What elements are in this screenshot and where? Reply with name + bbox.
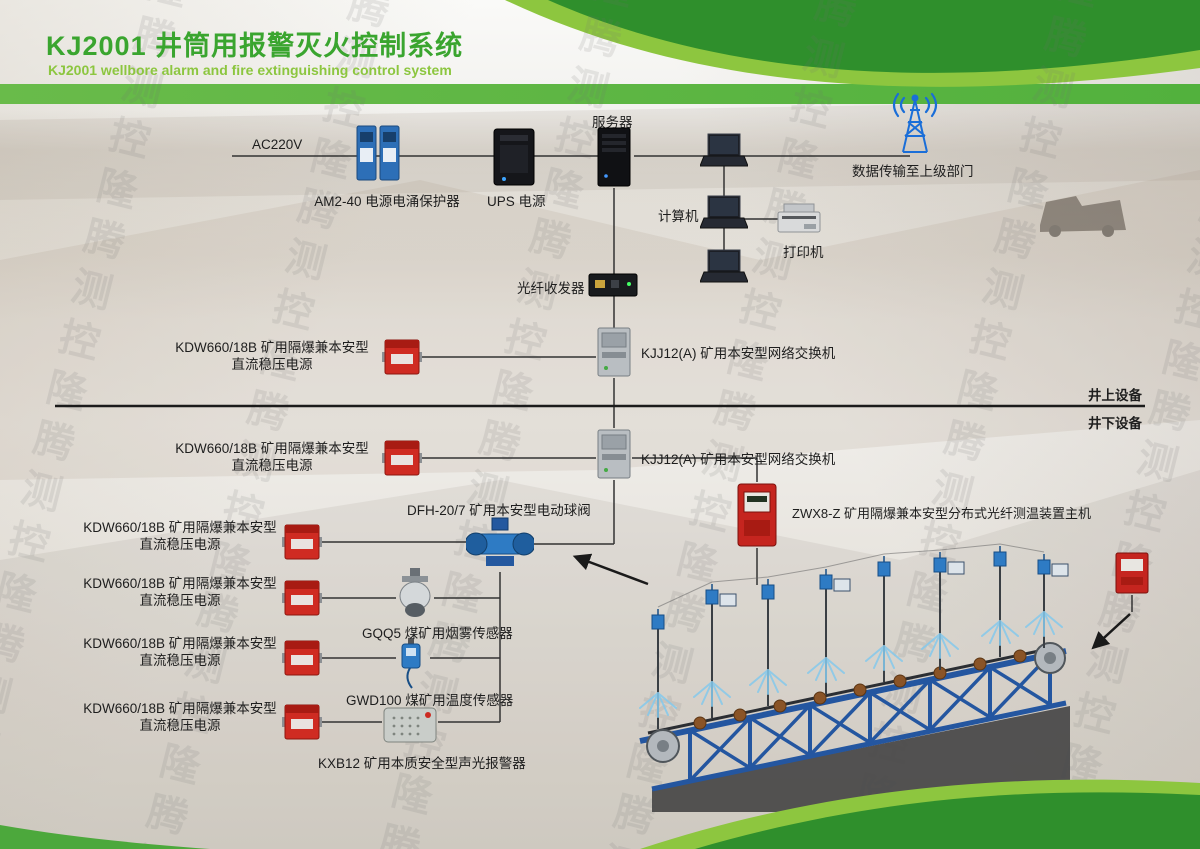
printer-label: 打印机 xyxy=(783,245,824,260)
kdw-power-device xyxy=(282,523,322,561)
kdw-label-line2: 直流稳压电源 xyxy=(139,717,221,733)
wireless-tower-icon xyxy=(886,90,944,156)
kdw-power-label: KDW660/18B 矿用隔爆兼本安型 直流稳压电源 xyxy=(166,441,378,475)
kdw-label-line1: KDW660/18B 矿用隔爆兼本安型 xyxy=(175,441,369,456)
sound-light-alarm-device xyxy=(382,704,438,746)
fiber-transceiver-device xyxy=(587,270,639,300)
laptop-device xyxy=(700,194,748,238)
zwx8-host-device xyxy=(735,482,779,548)
printer-device xyxy=(774,200,824,238)
top-green-swoosh xyxy=(505,0,1200,87)
kdw-power-device xyxy=(282,579,322,617)
kjj12-switch-label: KJJ12(A) 矿用本安型网络交换机 xyxy=(641,346,836,361)
server-device xyxy=(594,126,634,188)
kdw-label-line1: KDW660/18B 矿用隔爆兼本安型 xyxy=(83,520,277,535)
data-upload-label: 数据传输至上级部门 xyxy=(852,164,974,179)
kdw-power-label: KDW660/18B 矿用隔爆兼本安型 直流稳压电源 xyxy=(74,636,286,670)
kdw-label-line2: 直流稳压电源 xyxy=(139,592,221,608)
ups-label: UPS 电源 xyxy=(487,194,546,209)
laptop-device xyxy=(700,248,748,292)
fiber-terminal-device xyxy=(1113,551,1151,595)
kdw-label-line2: 直流稳压电源 xyxy=(231,356,313,372)
temp-sensor-device xyxy=(396,636,430,692)
kdw-label-line1: KDW660/18B 矿用隔爆兼本安型 xyxy=(175,340,369,355)
network-switch-device xyxy=(596,428,632,480)
kdw-label-line1: KDW660/18B 矿用隔爆兼本安型 xyxy=(83,701,277,716)
network-switch-device xyxy=(596,326,632,378)
page-subtitle: KJ2001 wellbore alarm and fire extinguis… xyxy=(48,62,452,78)
kdw-label-line1: KDW660/18B 矿用隔爆兼本安型 xyxy=(83,636,277,651)
surge-protector-label: AM2-40 电源电涌保护器 xyxy=(314,194,460,209)
surge-protector-device xyxy=(356,122,400,184)
kdw-label-line2: 直流稳压电源 xyxy=(139,536,221,552)
ac220v-label: AC220V xyxy=(252,137,303,152)
mine-truck-silhouette xyxy=(1040,196,1126,237)
zwx8-label: ZWX8-Z 矿用隔爆兼本安型分布式光纤测温装置主机 xyxy=(792,506,1091,521)
kdw-label-line2: 直流稳压电源 xyxy=(231,457,313,473)
surface-equipment-label: 井上设备 xyxy=(1088,388,1142,403)
kdw-label-line2: 直流稳压电源 xyxy=(139,652,221,668)
valve-label: DFH-20/7 矿用本安型电动球阀 xyxy=(407,503,591,518)
kjj12-switch-label: KJJ12(A) 矿用本安型网络交换机 xyxy=(641,452,836,467)
smoke-sensor-label: GQQ5 煤矿用烟雾传感器 xyxy=(362,626,513,641)
computer-label: 计算机 xyxy=(658,209,699,224)
ups-device xyxy=(488,127,540,187)
laptop-device xyxy=(700,132,748,176)
page-title: KJ2001 井筒用报警灭火控制系统 xyxy=(46,31,464,61)
fiber-transceiver-label: 光纤收发器 xyxy=(517,281,585,296)
server-label: 服务器 xyxy=(592,115,633,130)
kdw-power-device xyxy=(282,703,322,741)
kdw-power-label: KDW660/18B 矿用隔爆兼本安型 直流稳压电源 xyxy=(74,576,286,610)
kdw-power-device xyxy=(382,439,422,477)
underground-equipment-label: 井下设备 xyxy=(1088,416,1142,431)
green-band xyxy=(0,84,1200,104)
kdw-label-line1: KDW660/18B 矿用隔爆兼本安型 xyxy=(83,576,277,591)
alarm-label: KXB12 矿用本质安全型声光报警器 xyxy=(318,756,526,771)
electric-ball-valve-device xyxy=(466,516,534,572)
temp-sensor-label: GWD100 煤矿用温度传感器 xyxy=(346,693,514,708)
kdw-power-label: KDW660/18B 矿用隔爆兼本安型 直流稳压电源 xyxy=(74,520,286,554)
kdw-power-label: KDW660/18B 矿用隔爆兼本安型 直流稳压电源 xyxy=(166,340,378,374)
kdw-power-device xyxy=(282,639,322,677)
smoke-sensor-device xyxy=(396,568,434,622)
kdw-power-label: KDW660/18B 矿用隔爆兼本安型 直流稳压电源 xyxy=(74,701,286,735)
kdw-power-device xyxy=(382,338,422,376)
